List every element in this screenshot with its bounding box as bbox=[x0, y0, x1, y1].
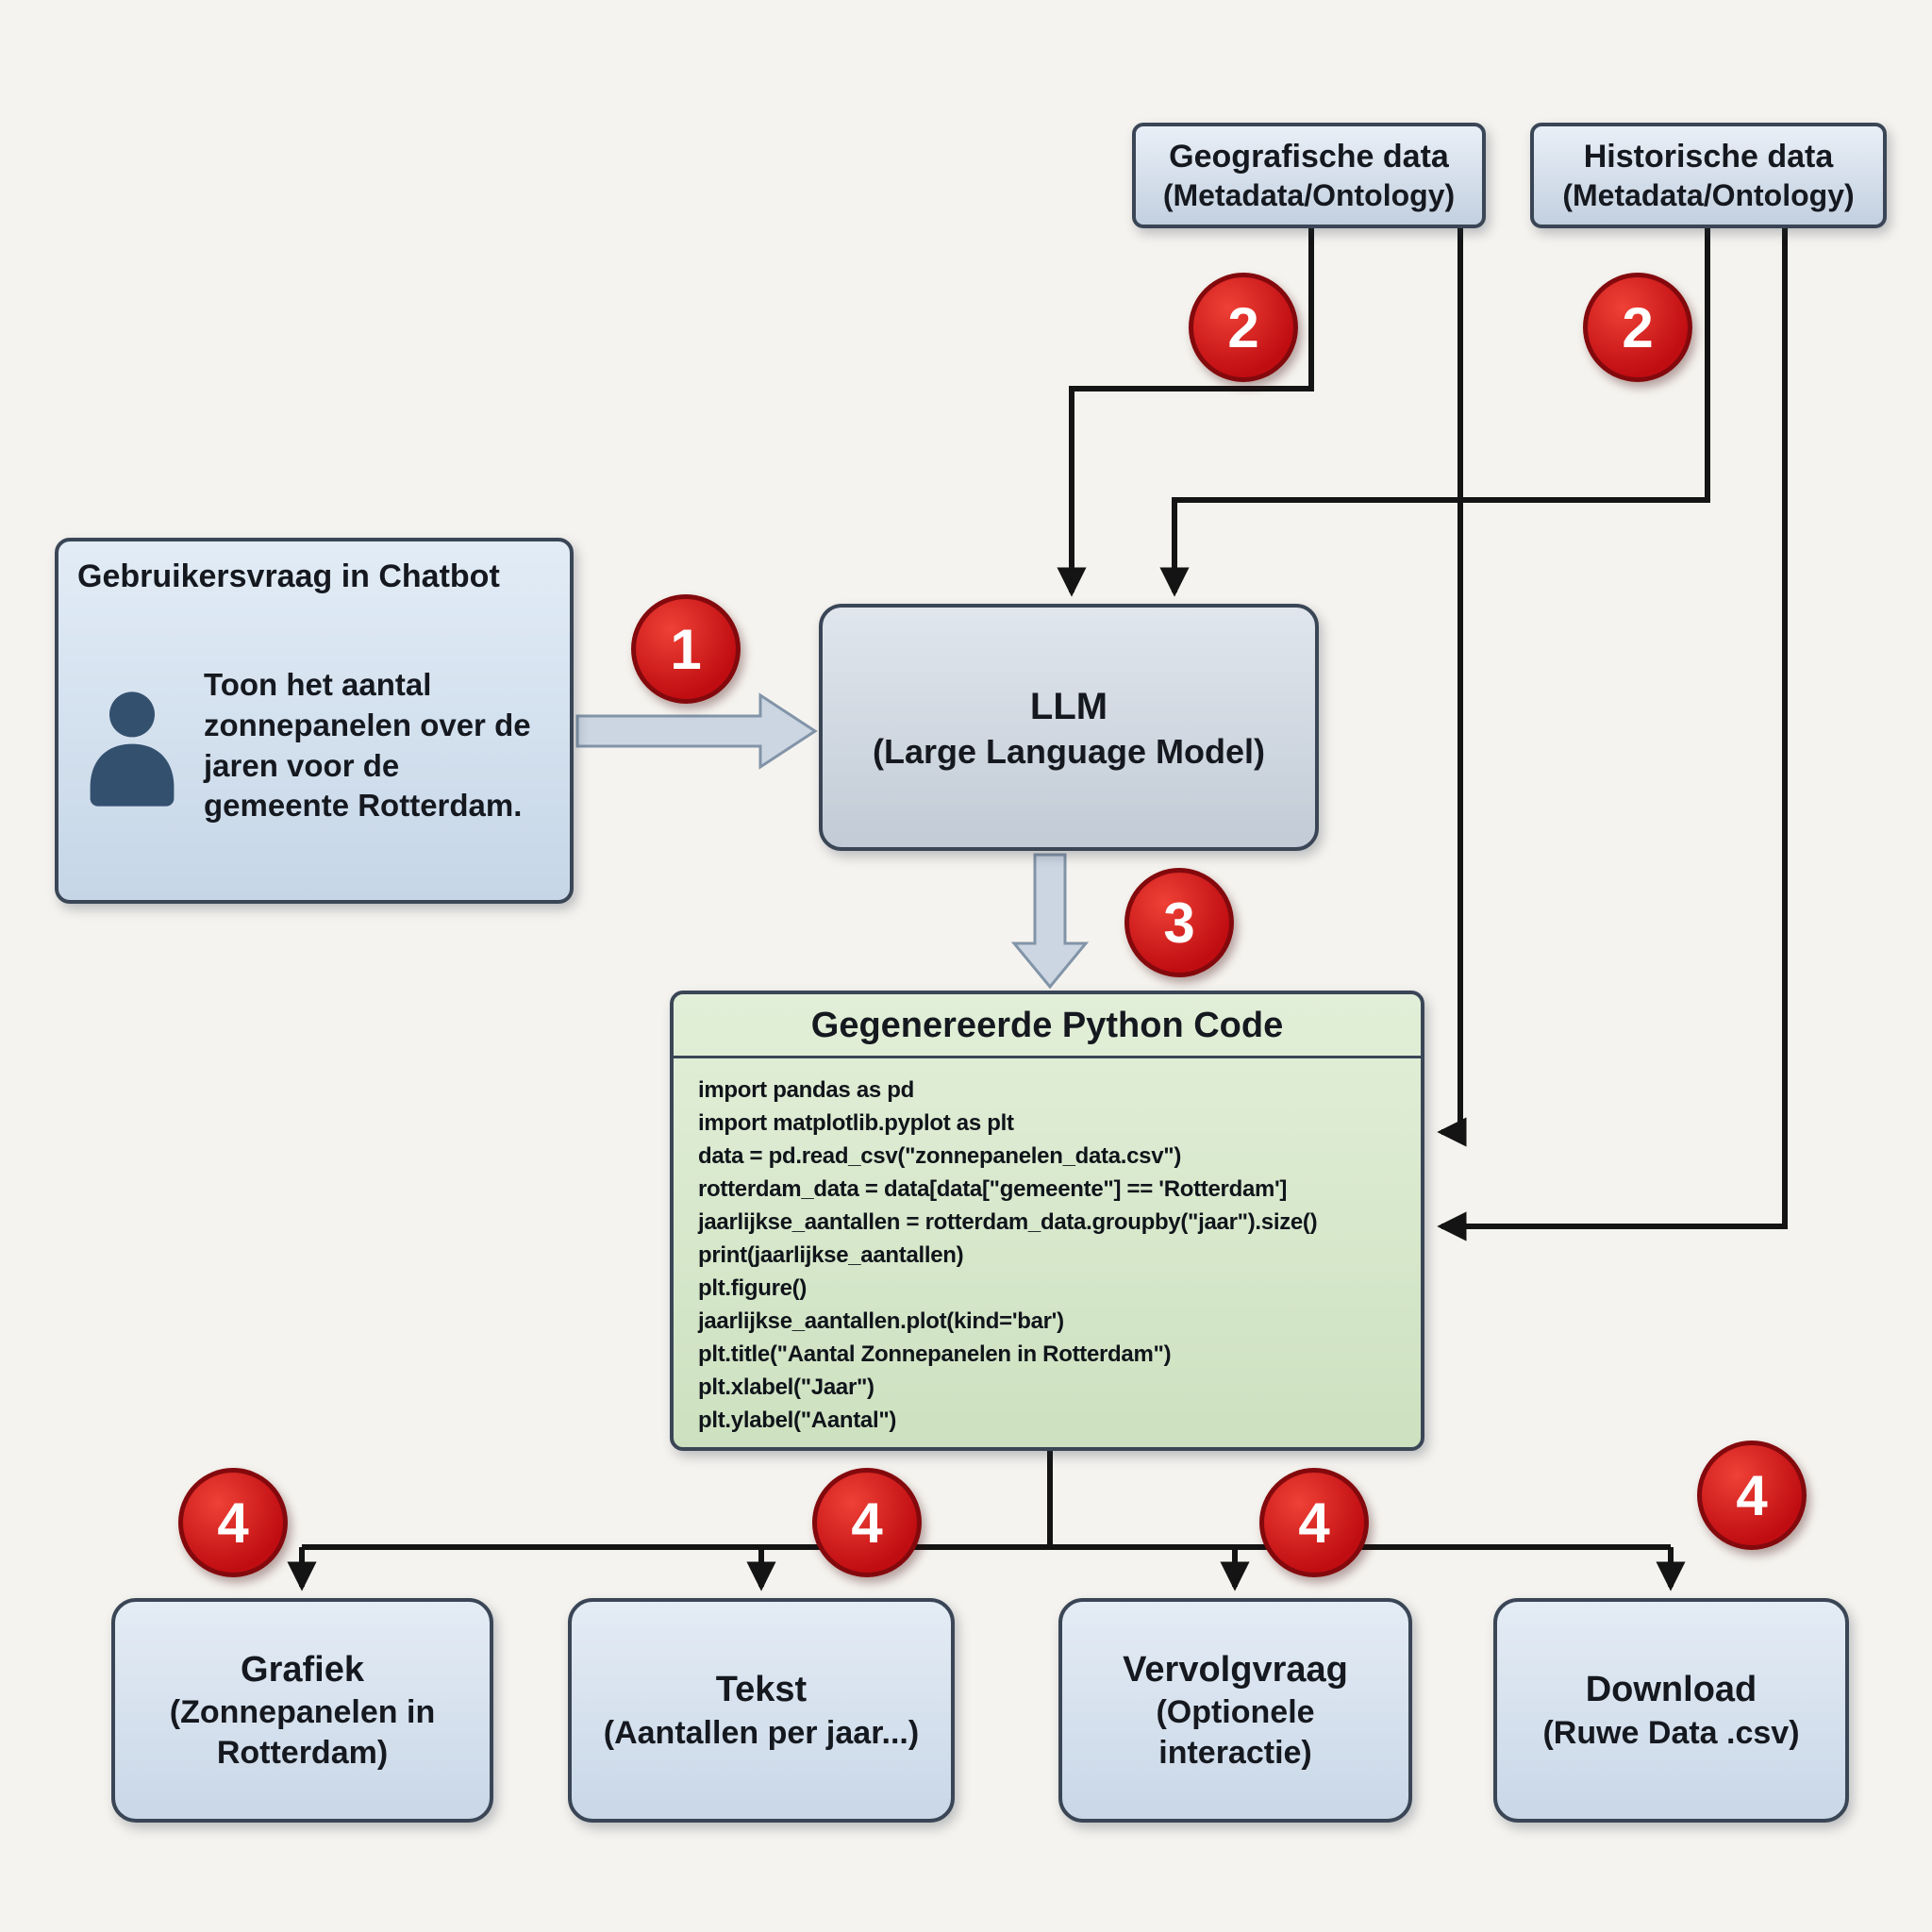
step-badge-4b: 4 bbox=[812, 1468, 922, 1577]
chatbot-content: Toon het aantal zonnepanelen over de jar… bbox=[75, 605, 553, 887]
code-line: rotterdam_data = data[data["gemeente"] =… bbox=[698, 1176, 1288, 1202]
code-line: data = pd.read_csv("zonnepanelen_data.cs… bbox=[698, 1143, 1182, 1169]
connector-geo-to-python bbox=[1437, 228, 1467, 1147]
output-title: Download bbox=[1585, 1670, 1757, 1709]
chatbot-question-text: Toon het aantal zonnepanelen over de jar… bbox=[204, 666, 531, 824]
chatbot-title: Gebruikersvraag in Chatbot bbox=[77, 558, 500, 594]
connector-hist-to-python bbox=[1437, 228, 1788, 1241]
node-output-download: Download (Ruwe Data .csv) bbox=[1493, 1598, 1849, 1823]
output-subtitle: (Aantallen per jaar...) bbox=[603, 1714, 920, 1751]
output-title: Grafiek bbox=[241, 1649, 364, 1690]
node-llm: LLM (Large Language Model) bbox=[819, 604, 1319, 851]
thick-arrow-chatbot-to-llm bbox=[575, 692, 818, 770]
node-output-tekst: Tekst (Aantallen per jaar...) bbox=[568, 1598, 955, 1823]
code-line: print(jaarlijkse_aantallen) bbox=[698, 1242, 964, 1268]
step-badge-4d: 4 bbox=[1697, 1441, 1807, 1550]
code-line: plt.title("Aantal Zonnepanelen in Rotter… bbox=[698, 1341, 1172, 1367]
code-line: plt.xlabel("Jaar") bbox=[698, 1374, 874, 1400]
code-line: plt.ylabel("Aantal") bbox=[698, 1407, 897, 1433]
node-output-grafiek: Grafiek (Zonnepanelen in Rotterdam) bbox=[111, 1598, 493, 1823]
output-title: Tekst bbox=[715, 1670, 808, 1709]
node-gebruikersvraag: Gebruikersvraag in Chatbot Toon het aant… bbox=[55, 538, 574, 904]
geo-label-line1: Geografische data bbox=[1169, 138, 1449, 175]
step-badge-4c: 4 bbox=[1259, 1468, 1369, 1577]
hist-label-line2: (Metadata/Ontology) bbox=[1562, 178, 1855, 213]
llm-label-line2: (Large Language Model) bbox=[872, 731, 1266, 771]
output-subtitle: (Optionele interactie) bbox=[1156, 1694, 1315, 1771]
node-geografische-data: Geografische data (Metadata/Ontology) bbox=[1132, 123, 1486, 228]
step-badge-2a: 2 bbox=[1189, 273, 1298, 382]
output-subtitle: (Ruwe Data .csv) bbox=[1542, 1714, 1800, 1751]
code-line: import matplotlib.pyplot as plt bbox=[698, 1110, 1014, 1136]
connector-geo-to-llm bbox=[1057, 228, 1314, 597]
output-subtitle: (Zonnepanelen in Rotterdam) bbox=[169, 1694, 436, 1771]
node-output-vervolgvraag: Vervolgvraag (Optionele interactie) bbox=[1058, 1598, 1412, 1823]
python-title: Gegenereerde Python Code bbox=[674, 994, 1421, 1058]
connector-hist-to-llm bbox=[1159, 228, 1710, 597]
hist-label-line1: Historische data bbox=[1583, 138, 1834, 175]
code-line: jaarlijkse_aantallen.plot(kind='bar') bbox=[698, 1308, 1064, 1334]
step-badge-2b: 2 bbox=[1583, 273, 1692, 382]
geo-label-line2: (Metadata/Ontology) bbox=[1162, 178, 1456, 213]
code-line: jaarlijkse_aantallen = rotterdam_data.gr… bbox=[698, 1209, 1318, 1235]
code-line: import pandas as pd bbox=[698, 1077, 915, 1103]
step-badge-4a: 4 bbox=[178, 1468, 288, 1577]
node-python-code: Gegenereerde Python Code import pandas a… bbox=[670, 991, 1424, 1451]
step-badge-1: 1 bbox=[631, 594, 741, 704]
thick-arrow-llm-to-python bbox=[1010, 853, 1090, 990]
step-badge-3: 3 bbox=[1124, 868, 1234, 977]
node-historische-data: Historische data (Metadata/Ontology) bbox=[1530, 123, 1887, 228]
user-icon bbox=[75, 675, 189, 817]
output-title: Vervolgvraag bbox=[1123, 1649, 1348, 1690]
code-line: plt.figure() bbox=[698, 1275, 808, 1301]
python-code-block: import pandas as pd import matplotlib.py… bbox=[674, 1058, 1421, 1452]
llm-label-line1: LLM bbox=[1029, 685, 1108, 727]
